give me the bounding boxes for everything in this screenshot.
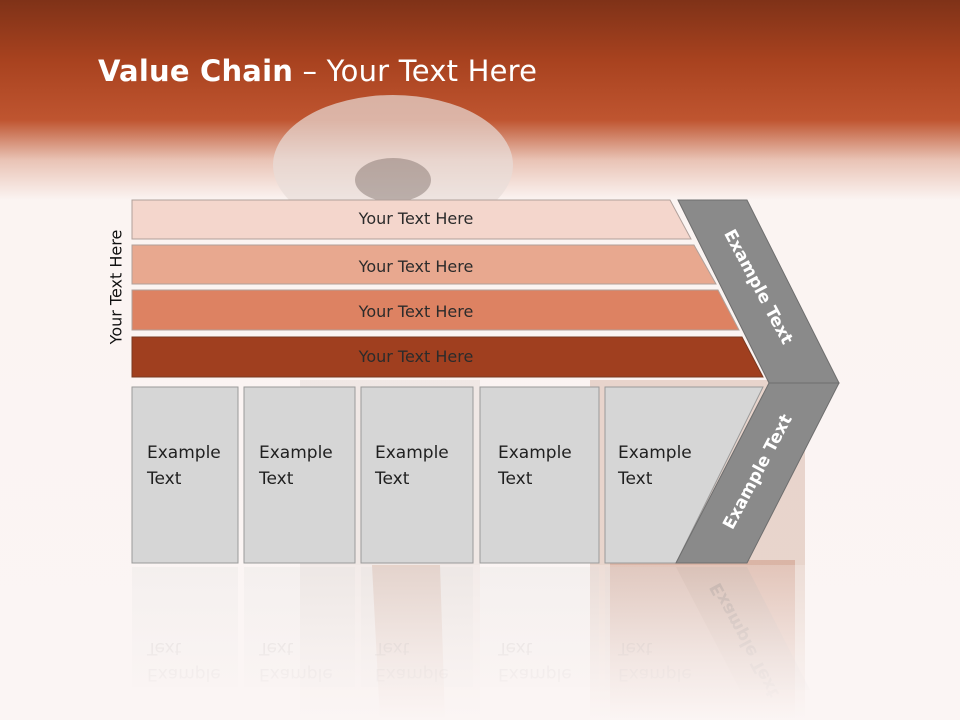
bar-1 (131, 199, 692, 240)
column-3-line1: Example (375, 443, 449, 463)
column-1-line2: Text (147, 469, 182, 489)
column-1-text: Example Text (147, 440, 221, 492)
bar-3-label: Your Text Here (358, 302, 474, 321)
column-4 (479, 386, 600, 564)
bar-2-label: Your Text Here (358, 257, 474, 276)
column-2-line1: Example (259, 443, 333, 463)
slide-title: Value Chain – Your Text Here (98, 54, 537, 88)
reflection-fade (120, 565, 880, 720)
slide-title-rest: – Your Text Here (293, 54, 538, 88)
column-4-text: Example Text (498, 440, 572, 492)
column-5-text: Example Text (618, 440, 692, 492)
column-5-line1: Example (618, 443, 692, 463)
column-4-line1: Example (498, 443, 572, 463)
column-2-line2: Text (259, 469, 294, 489)
column-3-line2: Text (375, 469, 410, 489)
bar-4 (131, 336, 764, 378)
column-2-text: Example Text (259, 440, 333, 492)
bar-1-label: Your Text Here (358, 209, 474, 228)
column-3 (360, 386, 474, 564)
column-2 (243, 386, 356, 564)
slide-title-bold: Value Chain (98, 54, 294, 88)
bar-2 (131, 244, 717, 285)
column-1-line1: Example (147, 443, 221, 463)
column-4-line2: Text (498, 469, 533, 489)
column-1 (131, 386, 239, 564)
bar-3 (131, 289, 740, 331)
bar-4-label: Your Text Here (358, 347, 474, 366)
chevron-lower (675, 382, 840, 564)
column-3-text: Example Text (375, 440, 449, 492)
column-5-line2: Text (618, 469, 653, 489)
